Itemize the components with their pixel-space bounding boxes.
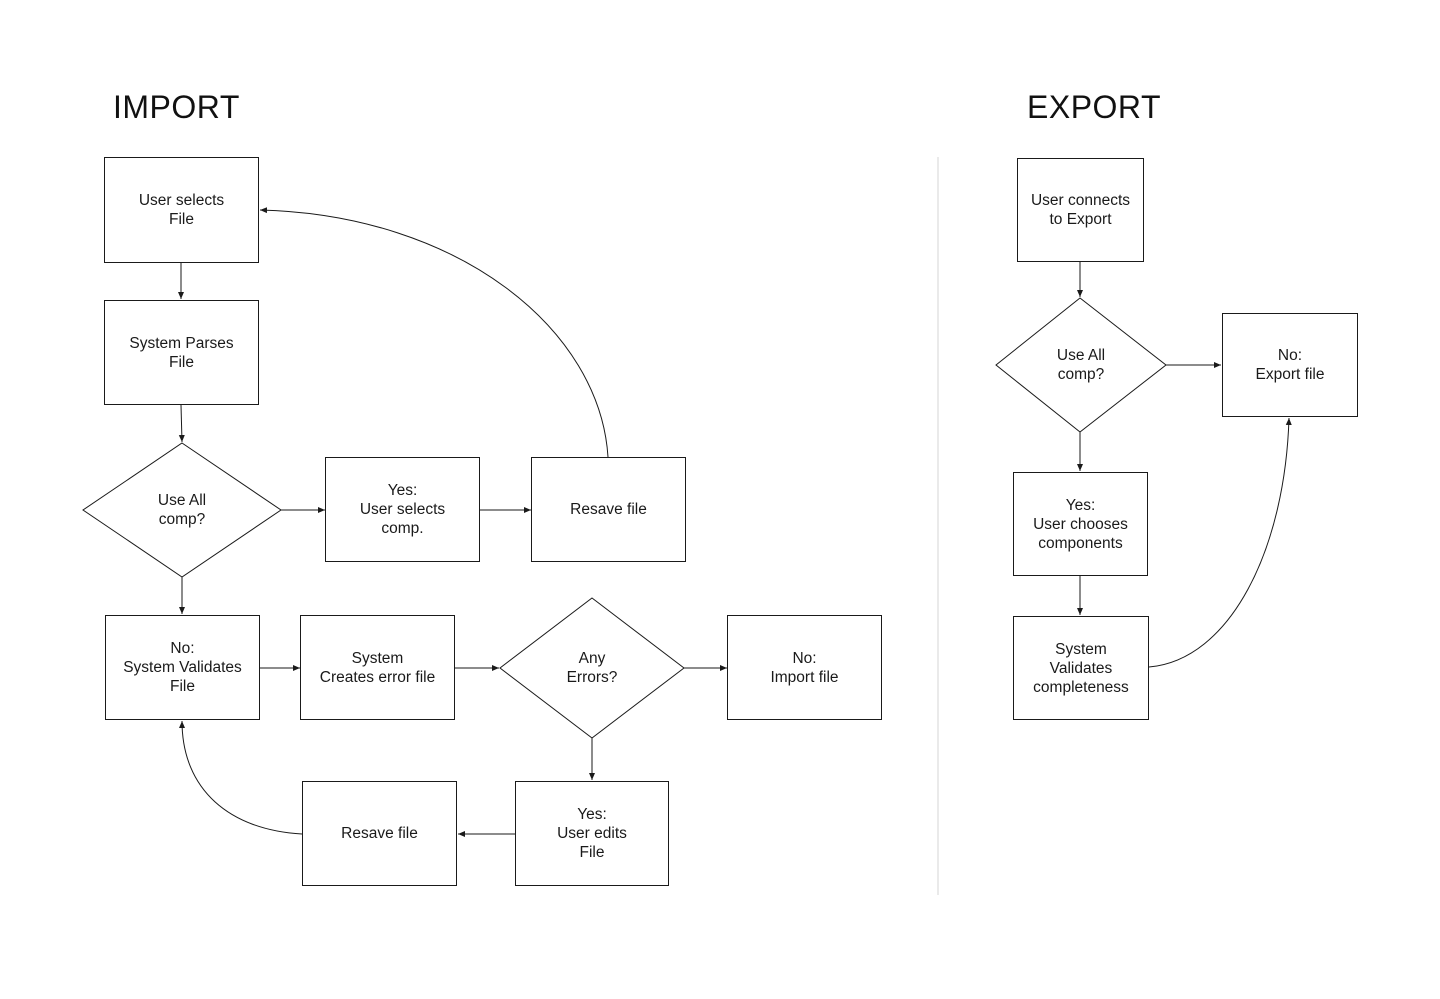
edge-parse-to-useall [178, 404, 185, 443]
node-system-parses-file: System Parses File [104, 300, 259, 405]
edge-resave-to-validate [179, 720, 303, 835]
node-system-creates-error-file: System Creates error file [300, 615, 455, 720]
node-import-use-all-comp: Use All comp? [157, 492, 207, 528]
node-yes-user-selects-comp: Yes: User selects comp. [325, 457, 480, 562]
edge-validate-to-export [1148, 417, 1292, 668]
node-no-import-file: No: Import file [727, 615, 882, 720]
node-yes-user-edits-file: Yes: User edits File [515, 781, 669, 886]
node-user-selects-file: User selects File [104, 157, 259, 263]
node-resave-file-bottom: Resave file [302, 781, 457, 886]
export-section-title: EXPORT [1027, 89, 1161, 125]
node-any-errors: Any Errors? [566, 650, 618, 686]
node-no-system-validates-file: No: System Validates File [105, 615, 260, 720]
node-no-export-file: No: Export file [1222, 313, 1358, 417]
node-export-use-all-comp: Use All comp? [1056, 347, 1106, 383]
edge-resave-to-select [259, 207, 609, 458]
node-resave-file-top: Resave file [531, 457, 686, 562]
node-user-connects-to-export: User connects to Export [1017, 158, 1144, 262]
import-section-title: IMPORT [113, 89, 240, 125]
node-system-validates-completeness: System Validates completeness [1013, 616, 1149, 720]
node-yes-user-chooses-components: Yes: User chooses components [1013, 472, 1148, 576]
